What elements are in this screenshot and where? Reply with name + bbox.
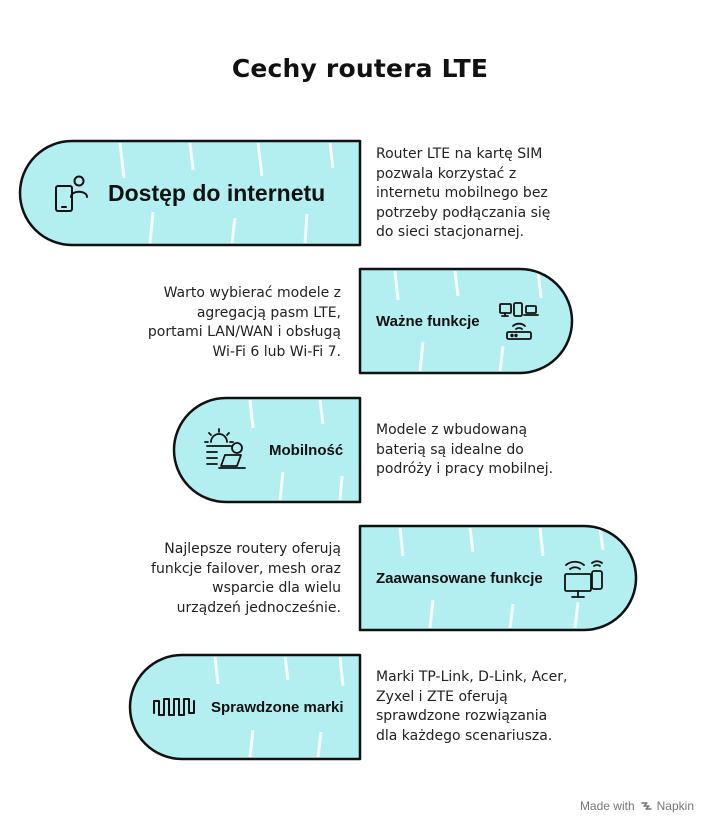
sun-laptop-icon: [204, 428, 246, 469]
pill-mobility: [172, 396, 362, 504]
napkin-logo-icon: [640, 802, 652, 810]
feature-title-internet-access: Dostęp do internetu: [108, 180, 326, 206]
router-devices-icon: [499, 302, 539, 340]
pill-important-features: [358, 267, 574, 375]
feature-description-trusted-brands: Marki TP-Link, D-Link, Acer, Zyxel i ZTE…: [376, 669, 568, 744]
page-title: Cechy routera LTE: [231, 54, 489, 83]
mobile-user-icon: [55, 175, 88, 212]
feature-description-mobility: Modele z wbudowaną baterią są idealne do…: [376, 422, 554, 477]
signal-wave-icon: [153, 698, 195, 716]
pill-trusted-brands: [128, 653, 362, 761]
feature-description-important-features: Warto wybierać modele z agregacją pasm L…: [147, 285, 341, 360]
feature-description-internet-access: Router LTE na kartę SIM pozwala korzysta…: [376, 146, 551, 240]
wifi-monitor-phone-icon: [564, 560, 603, 598]
branding-name: Napkin: [656, 799, 694, 813]
branding-prefix: Made with: [579, 799, 635, 813]
feature-title-advanced-features: Zaawansowane funkcje: [376, 570, 543, 587]
feature-title-trusted-brands: Sprawdzone marki: [211, 699, 344, 716]
feature-description-advanced-features: Najlepsze routery oferują funkcje failov…: [151, 541, 341, 616]
napkin-branding[interactable]: Made with Napkin: [580, 799, 694, 813]
pill-internet-access: [18, 139, 362, 247]
feature-title-important-features: Ważne funkcje: [376, 313, 480, 330]
pill-advanced-features: [358, 524, 638, 632]
feature-title-mobility: Mobilność: [269, 442, 344, 459]
